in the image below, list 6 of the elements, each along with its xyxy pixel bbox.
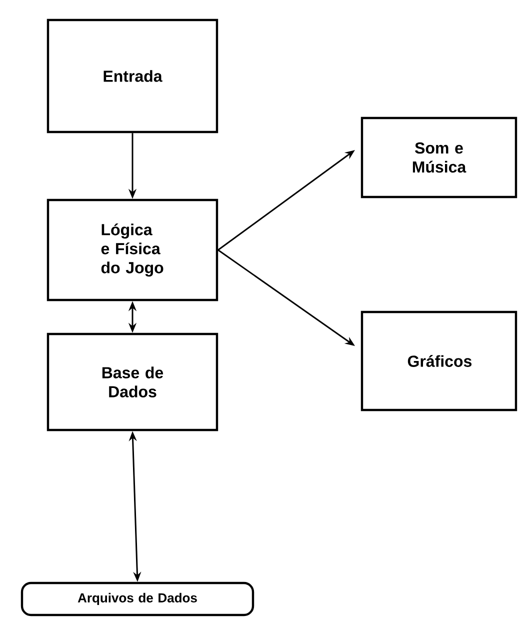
rounded-box: Arquivos de Dados bbox=[20, 582, 254, 616]
process-box: Lógica e Física do Jogo bbox=[46, 198, 218, 302]
process-box: Som e Música bbox=[360, 116, 518, 198]
process-box: Gráficos bbox=[360, 310, 518, 412]
process-box: Base de Dados bbox=[46, 332, 218, 432]
process-box: Entrada bbox=[46, 18, 218, 134]
